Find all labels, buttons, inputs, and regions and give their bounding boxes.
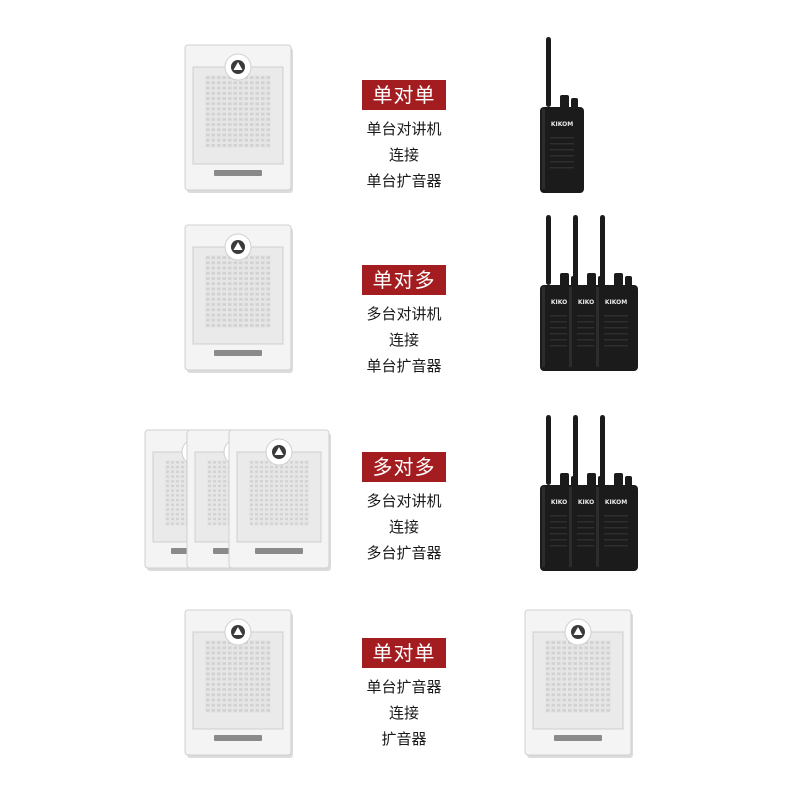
description-line: 多台扩音器	[366, 544, 442, 562]
speaker-grille	[545, 640, 611, 713]
connection-row-4: 单对单 单台扩音器 连接 扩音器	[0, 600, 800, 785]
speaker-group	[184, 44, 293, 193]
speaker-slot	[255, 548, 303, 554]
mode-badge: 多对多	[362, 452, 446, 482]
description-line: 单台扩音器	[366, 172, 442, 190]
radio-brand-label: KIKOM	[605, 299, 627, 306]
radio-brand-label: KIKOM	[578, 499, 600, 506]
speaker	[184, 609, 293, 758]
description-line: 连接	[388, 704, 419, 722]
description-line: 单台对讲机	[366, 120, 442, 138]
connection-description: 多对多 多台对讲机 连接 多台扩音器	[362, 452, 446, 566]
radio-brand-label: KIKOM	[551, 121, 573, 128]
radio-brand-label: KIKOM	[551, 299, 573, 306]
description-line: 连接	[388, 518, 419, 536]
speaker-slot	[214, 350, 262, 356]
description-line: 连接	[388, 331, 419, 349]
walkie-talkie-icon: KIKOM	[594, 415, 638, 571]
speaker	[228, 429, 331, 571]
connection-description: 单对多 多台对讲机 连接 单台扩音器	[362, 265, 446, 379]
description-line: 扩音器	[381, 730, 427, 748]
connection-description: 单对单 单台对讲机 连接 单台扩音器	[362, 80, 446, 194]
speaker-grille	[205, 255, 271, 328]
radio-group: KIKOM KIKOM KIKOM	[540, 415, 638, 571]
walkie-talkie-icon: KIKOM	[594, 215, 638, 371]
connection-row-1: 单对单 单台对讲机 连接 单台扩音器 KIKOM	[0, 37, 800, 225]
radio-brand-label: KIKOM	[551, 499, 573, 506]
description-line: 连接	[388, 146, 419, 164]
speaker-group	[524, 609, 633, 758]
description-line: 单台扩音器	[366, 678, 442, 696]
speaker	[524, 609, 633, 758]
speaker-slot	[214, 735, 262, 741]
mode-badge: 单对单	[362, 638, 446, 668]
connection-row-2: 单对多 多台对讲机 连接 单台扩音器 KIKOM KIKOM KIKOM	[0, 215, 800, 410]
speaker	[184, 224, 293, 373]
mode-badge: 单对多	[362, 265, 446, 295]
radio-brand-label: KIKOM	[605, 499, 627, 506]
radio-brand-label: KIKOM	[578, 299, 600, 306]
connection-description: 单对单 单台扩音器 连接 扩音器	[362, 638, 446, 752]
speaker-group	[144, 429, 331, 571]
speaker-group	[184, 609, 293, 758]
speaker-group	[184, 224, 293, 373]
description-line: 多台对讲机	[366, 305, 442, 323]
walkie-talkie-icon: KIKOM	[540, 37, 584, 193]
description-line: 单台扩音器	[366, 357, 442, 375]
speaker-grille	[205, 640, 271, 713]
connection-row-3: 多对多 多台对讲机 连接 多台扩音器 KIKOM KIKOM KIKOM	[0, 410, 800, 595]
speaker-slot	[554, 735, 602, 741]
radio-group: KIKOM	[540, 37, 584, 193]
radio-group: KIKOM KIKOM KIKOM	[540, 215, 638, 371]
speaker-slot	[214, 170, 262, 176]
speaker	[184, 44, 293, 193]
description-line: 多台对讲机	[366, 492, 442, 510]
mode-badge: 单对单	[362, 80, 446, 110]
speaker-grille	[205, 75, 271, 148]
